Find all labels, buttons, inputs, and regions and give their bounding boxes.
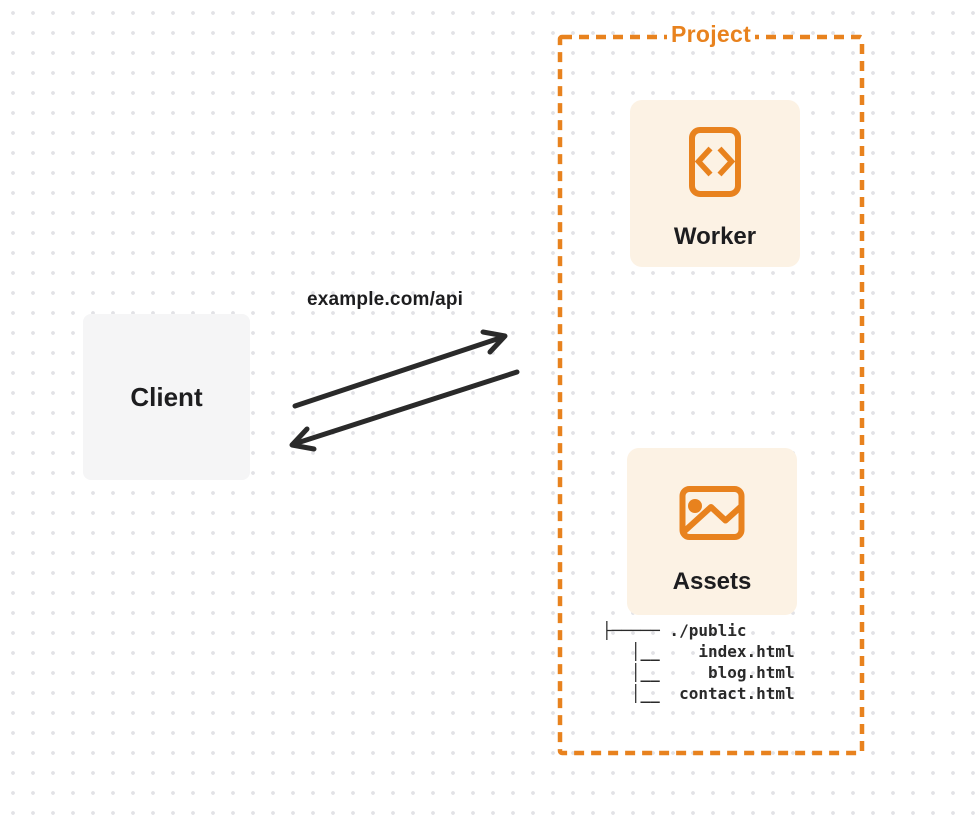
file-tree-line-blog: │__ blog.html xyxy=(602,663,795,682)
file-tree-line-public: ├───── ./public xyxy=(602,621,747,640)
worker-label: Worker xyxy=(673,223,757,250)
project-boundary-label: Project xyxy=(559,21,863,48)
client-node: Client xyxy=(83,314,250,480)
assets-node: Assets xyxy=(627,448,797,615)
project-label-text: Project xyxy=(666,21,756,47)
assets-label: Assets xyxy=(672,568,752,595)
file-tree-line-index: │__ index.html xyxy=(602,642,795,661)
code-file-icon xyxy=(689,127,741,202)
worker-node: Worker xyxy=(630,100,800,267)
response-arrow xyxy=(289,369,520,452)
request-arrow xyxy=(292,329,508,409)
project-dashed-border xyxy=(557,34,865,756)
image-icon xyxy=(679,486,745,545)
request-url-label: example.com/api xyxy=(307,289,464,310)
client-label: Client xyxy=(130,381,203,412)
assets-file-tree: ├───── ./public │__ index.html │__ blog.… xyxy=(602,620,795,704)
file-tree-line-contact: │__ contact.html xyxy=(602,684,795,703)
